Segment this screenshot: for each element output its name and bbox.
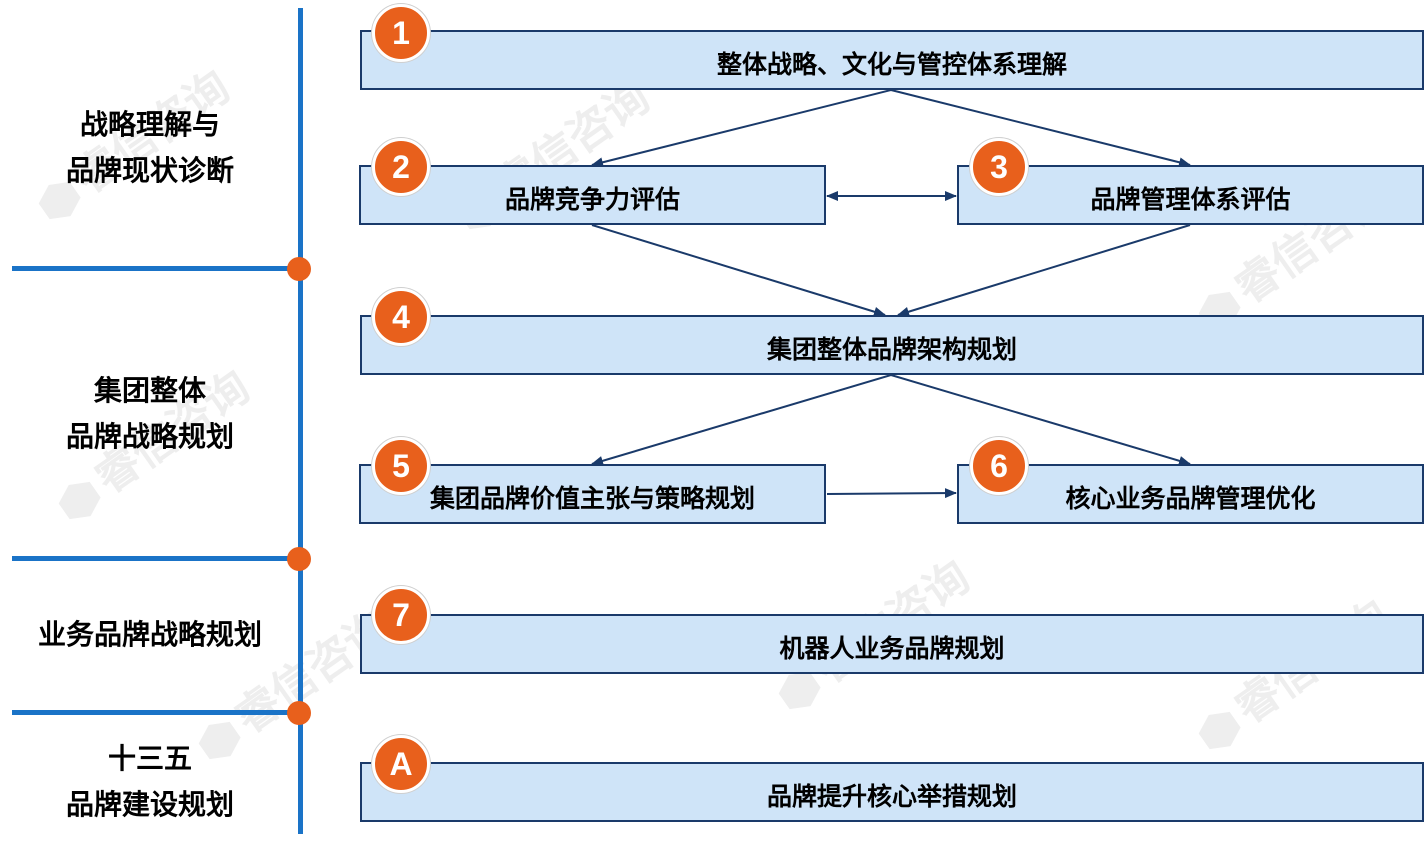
step-number-badge: 6 [970,437,1028,495]
timeline-dot [287,547,311,571]
phase-label: 集团整体 品牌战略规划 [0,368,300,460]
arrow-4-to-6 [890,374,1191,466]
phase-label-line: 业务品牌战略规划 [37,618,262,651]
step-number-badge: 1 [372,4,430,62]
step-box-4: 集团整体品牌架构规划 [360,315,1424,375]
arrow-4-to-5 [591,374,892,466]
step-label: 机器人业务品牌规划 [779,634,1005,663]
timeline-dot [287,257,311,281]
step-label: 品牌竞争力评估 [504,185,680,214]
arrow-1-to-3 [890,89,1191,168]
step-box-7: 机器人业务品牌规划 [360,614,1424,674]
phase-label-line: 品牌现状诊断 [65,154,234,187]
phase-label-line: 集团整体 [93,374,206,407]
step-number-badge: 5 [372,437,430,495]
timeline-line [298,8,303,834]
step-box-1: 整体战略、文化与管控体系理解 [360,30,1424,90]
step-box-6: 核心业务品牌管理优化 [957,464,1424,524]
step-number-badge: A [372,735,430,793]
arrow-3-to-4 [897,224,1191,317]
timeline-dot [287,701,311,725]
phase-divider [12,556,298,561]
step-number-badge: 2 [372,138,430,196]
arrow-2-to-4 [591,224,886,317]
step-number-badge: 7 [372,586,430,644]
phase-divider [12,710,298,715]
arrow-1-to-2 [591,89,892,168]
step-number-badge: 3 [970,138,1028,196]
phase-label: 十三五 品牌建设规划 [0,736,300,828]
step-box-2: 品牌竞争力评估 [359,165,826,225]
step-box-3: 品牌管理体系评估 [957,165,1424,225]
phase-label-line: 十三五 [107,742,192,775]
phase-label: 业务品牌战略规划 [0,612,300,658]
step-label: 品牌管理体系评估 [1090,185,1291,214]
step-box-5: 集团品牌价值主张与策略规划 [359,464,826,524]
phase-label: 战略理解与 品牌现状诊断 [0,102,300,194]
step-box-a: 品牌提升核心举措规划 [360,762,1424,822]
phase-divider [12,266,298,271]
step-number-badge: 4 [372,288,430,346]
step-label: 核心业务品牌管理优化 [1065,484,1316,513]
phase-label-line: 战略理解与 [79,108,220,141]
phase-label-line: 品牌战略规划 [65,420,234,453]
step-label: 整体战略、文化与管控体系理解 [716,50,1067,79]
step-label: 集团品牌价值主张与策略规划 [429,484,755,513]
phase-label-line: 品牌建设规划 [65,788,234,821]
step-label: 集团整体品牌架构规划 [766,335,1017,364]
arrow-5-to-6 [826,488,957,499]
step-label: 品牌提升核心举措规划 [766,782,1017,811]
